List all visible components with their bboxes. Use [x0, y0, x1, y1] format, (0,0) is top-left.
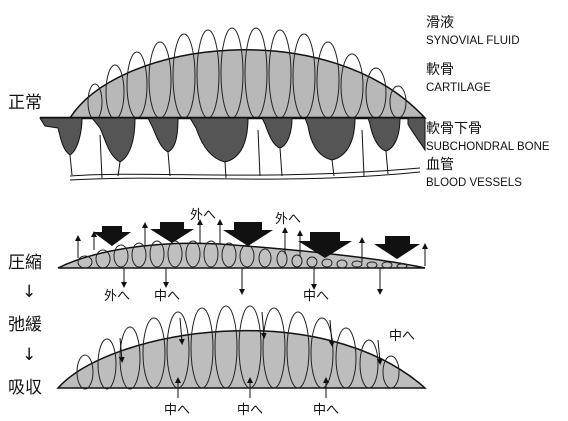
subchondral-label-jp: 軟骨下骨: [426, 121, 482, 137]
compressed-cartilage-section: 外へ 外へ 外へ 中へ 中へ: [58, 208, 425, 304]
compression-arrow-3: [223, 222, 273, 246]
compressed-cartilage: [58, 243, 425, 268]
flow-in-right: 中へ: [389, 329, 415, 344]
flow-out-lower: 外へ: [104, 289, 130, 304]
synovial-label-en: SYNOVIAL FLUID: [426, 35, 520, 47]
compression-arrow-1: [93, 226, 131, 246]
state-arrow-2: ↓: [22, 345, 36, 365]
state-absorption: 吸収: [8, 378, 42, 398]
flow-in-lower-2: 中へ: [303, 289, 329, 304]
anatomy-labels: 滑液 SYNOVIAL FLUID 軟骨 CARTILAGE 軟骨下骨 SUBC…: [426, 14, 550, 189]
subchondral-bone: [40, 118, 425, 162]
state-compression: 圧縮: [8, 253, 42, 273]
compression-arrow-2: [150, 222, 194, 243]
state-relaxation: 弛緩: [8, 315, 42, 335]
vessels-label-jp: 血管: [426, 157, 454, 173]
compression-arrow-5: [374, 236, 420, 259]
cartilage-label-jp: 軟骨: [426, 62, 454, 78]
vessels-label-en: BLOOD VESSELS: [426, 177, 522, 189]
flow-in-bottom-2: 中へ: [237, 403, 263, 418]
flow-out-upper-1: 外へ: [190, 208, 216, 223]
state-normal: 正常: [8, 93, 42, 113]
state-arrow-1: ↓: [22, 282, 36, 302]
subchondral-label-en: SUBCHONDRAL BONE: [426, 141, 550, 153]
flow-in-bottom-1: 中へ: [164, 403, 190, 418]
flow-in-bottom-3: 中へ: [313, 403, 339, 418]
flow-in-lower-1: 中へ: [154, 289, 180, 304]
flow-out-upper-2: 外へ: [275, 212, 301, 227]
relaxed-cartilage-section: 中へ 中へ 中へ 中へ: [58, 306, 425, 418]
relaxed-cartilage-dome: [58, 331, 425, 388]
synovial-label-jp: 滑液: [426, 14, 454, 31]
cartilage-label-en: CARTILAGE: [426, 82, 491, 94]
state-labels: 正常 圧縮 ↓ 弛緩 ↓ 吸収: [8, 93, 42, 398]
normal-cartilage-section: [40, 28, 425, 180]
